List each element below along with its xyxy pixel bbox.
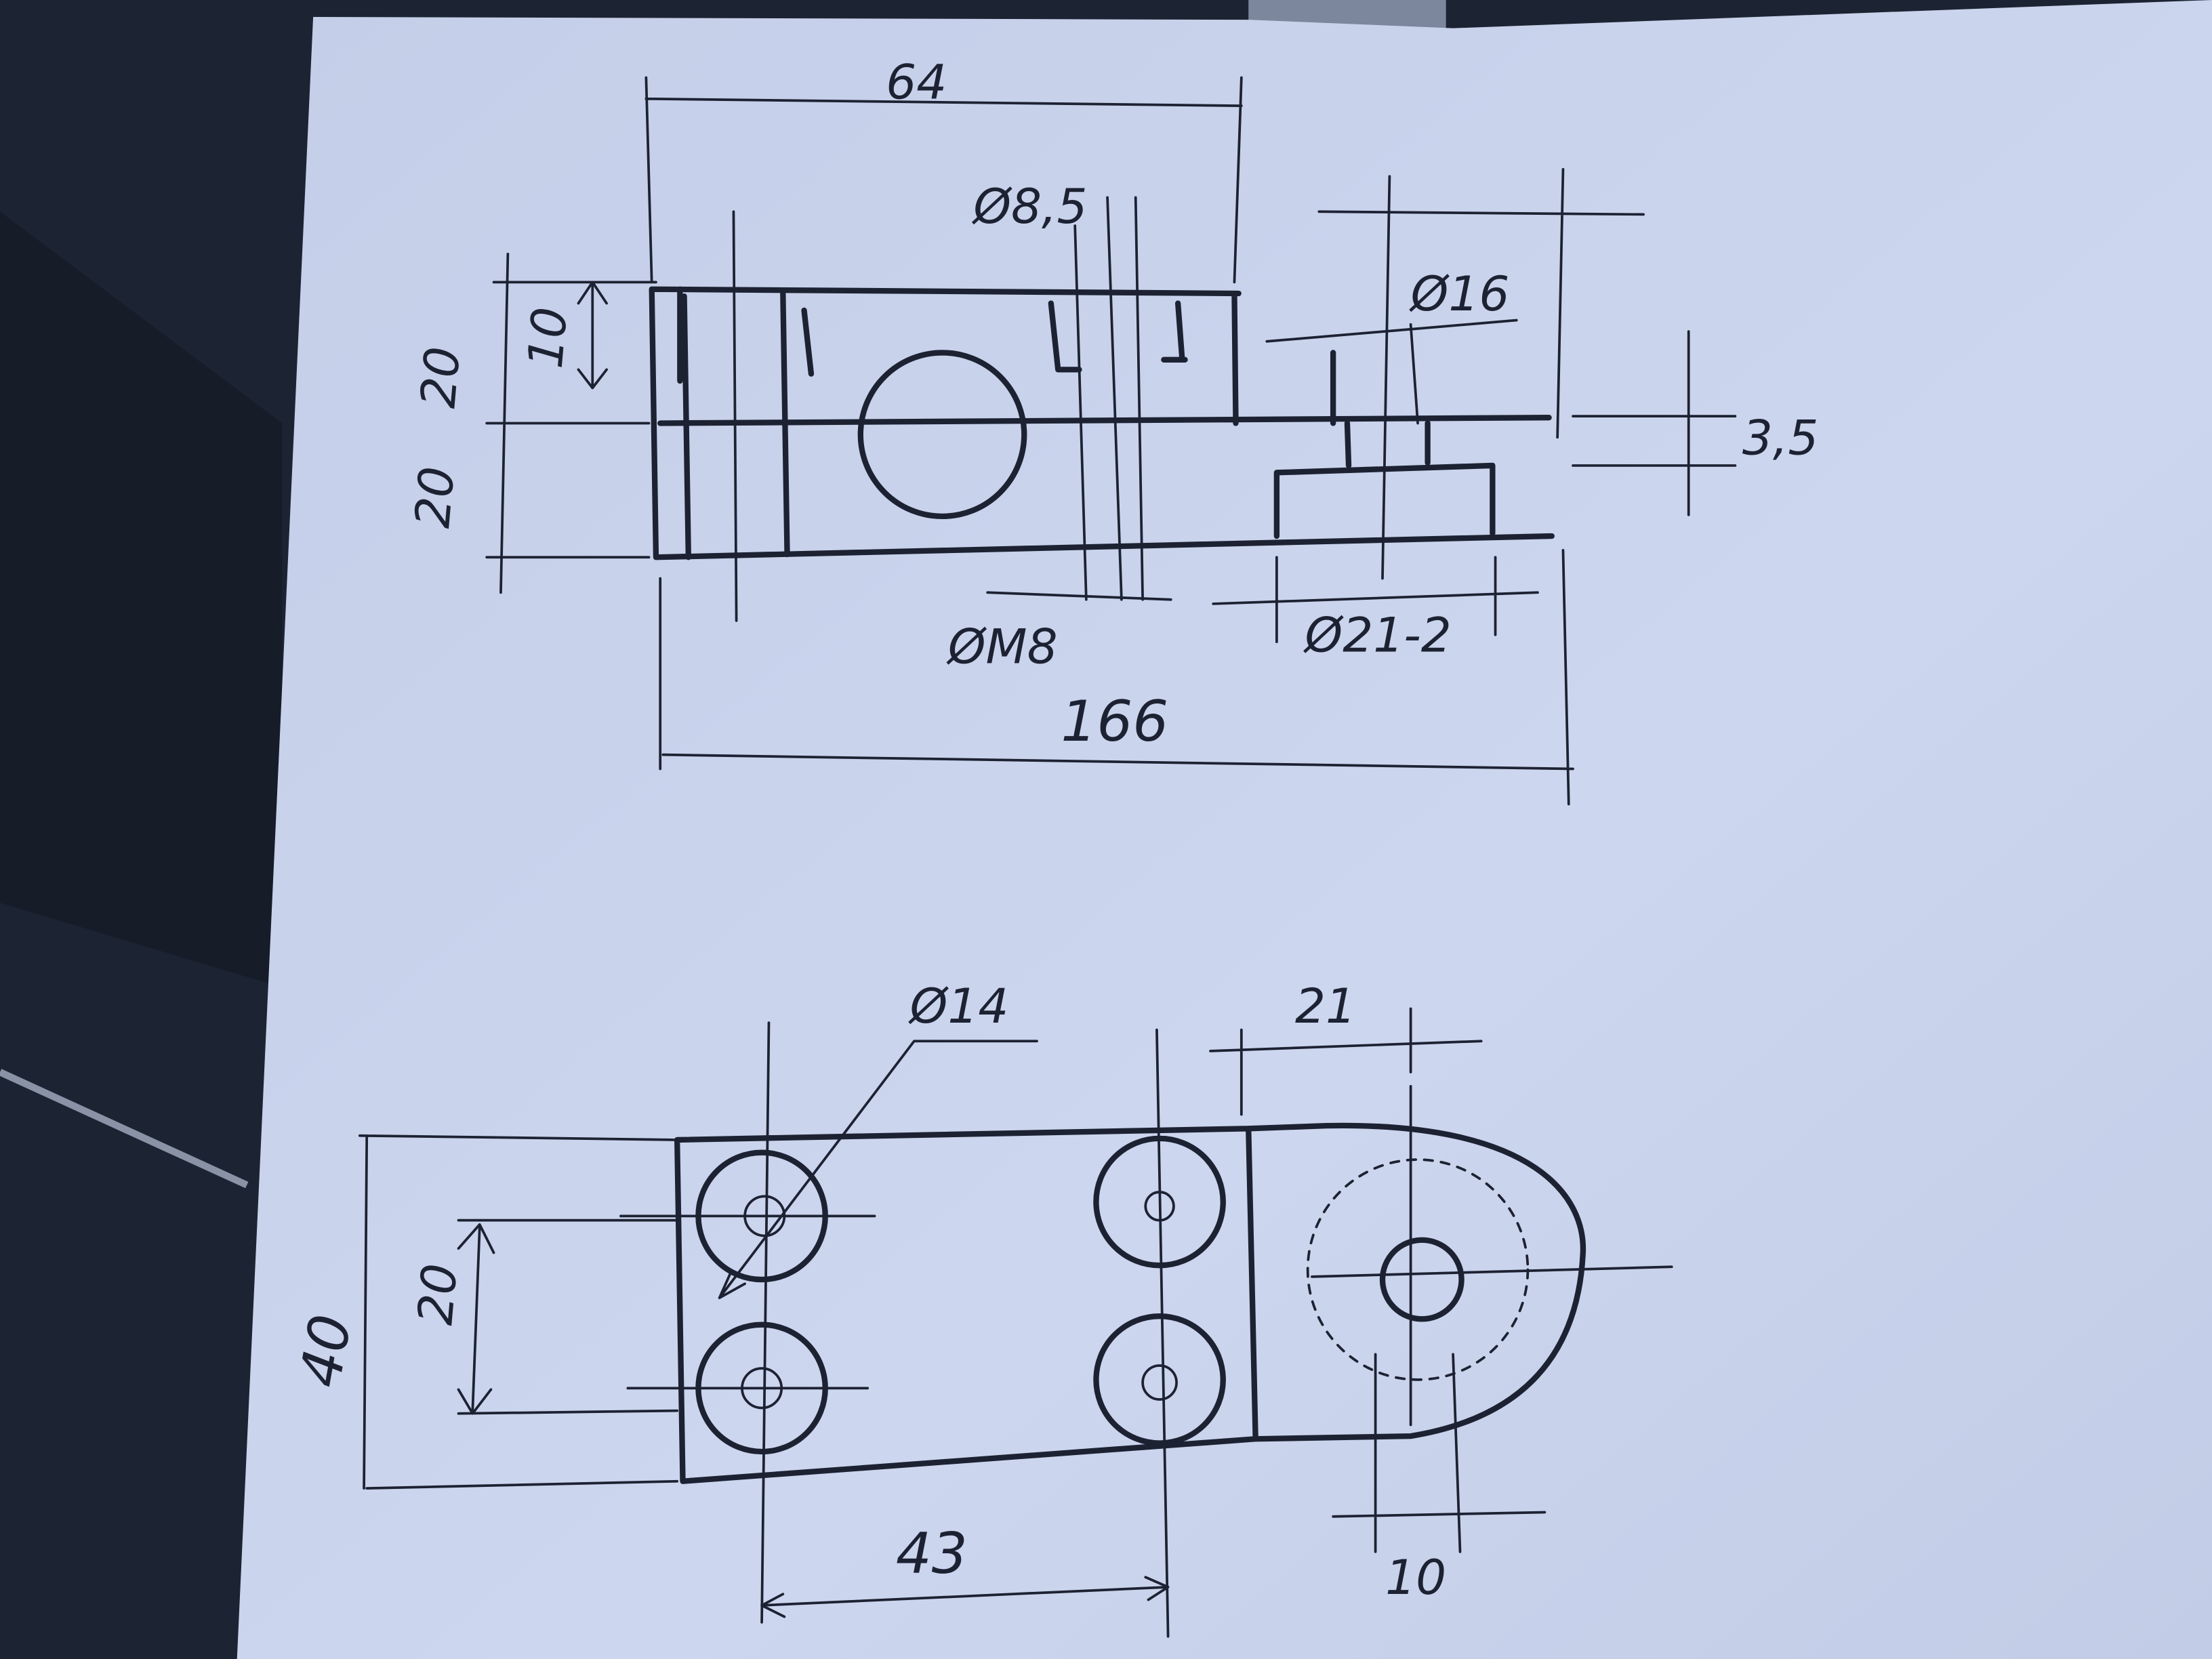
dim-slot-width: 10 xyxy=(1385,1549,1446,1605)
dim-hole-spacing-vertical: 20 xyxy=(407,1261,468,1327)
dim-pin-diameter: Ø16 xyxy=(1409,266,1510,322)
dim-thread: ØM8 xyxy=(946,618,1058,674)
dim-hole-diameter: Ø14 xyxy=(908,978,1009,1034)
front-view xyxy=(485,76,1737,806)
metal-strip xyxy=(0,1069,249,1189)
dim-plate-thickness: 3,5 xyxy=(1742,409,1819,466)
paper-sheet xyxy=(237,0,2212,1659)
dim-overall-length: 166 xyxy=(1061,689,1168,754)
dim-end-offset: 21 xyxy=(1295,978,1356,1034)
top-view xyxy=(358,1007,1673,1638)
dim-hole-spacing-horizontal: 43 xyxy=(896,1521,968,1586)
dim-bolt-hole: Ø8,5 xyxy=(971,178,1087,234)
dim-upper-inner: 10 xyxy=(517,305,579,371)
dim-64: 64 xyxy=(886,54,947,110)
dim-total-width: 40 xyxy=(287,1310,365,1392)
dim-collar: Ø21-2 xyxy=(1303,607,1452,663)
fabric-fold xyxy=(0,211,283,988)
dim-upper-height: 20 xyxy=(410,344,472,410)
dim-lower-height: 20 xyxy=(404,464,466,530)
